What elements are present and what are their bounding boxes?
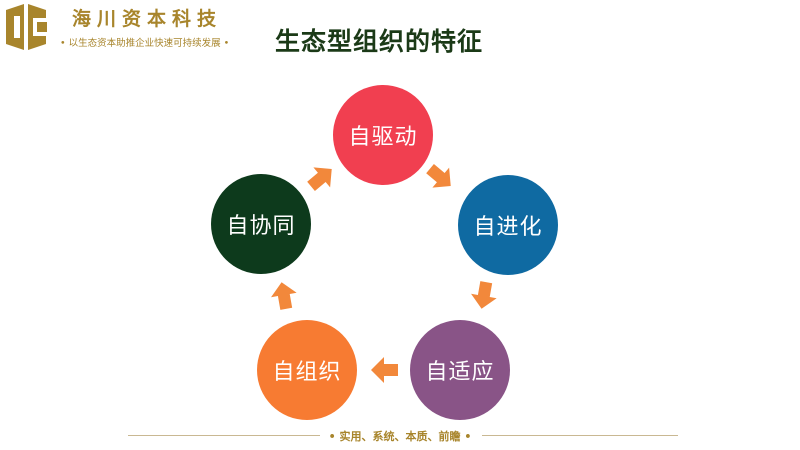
page-title: 生态型组织的特征 [275,27,484,56]
company-logo-icon [6,4,47,50]
company-slogan: • 以生态资本助推企业快速可持续发展 • [60,38,230,49]
node-label: 自驱动 [348,125,418,150]
node-label: 自适应 [425,360,495,385]
arrow-right-icon [471,281,497,309]
arrow-right-icon [307,167,332,191]
footer-divider-right [482,435,678,436]
node-self-collaborating: 自协同 [211,174,311,274]
company-name: 海川资本科技 [72,8,223,30]
node-self-adapting: 自适应 [410,320,510,420]
node-label: 自组织 [272,360,342,385]
node-self-organizing: 自组织 [257,320,357,420]
node-label: 自进化 [473,215,543,240]
arrow-right-icon [271,282,297,310]
arrow-right-icon [371,357,398,383]
node-label: 自协同 [226,214,296,239]
arrow-right-icon [426,164,451,188]
footer-tagline: • 实用、系统、本质、前瞻 • [328,430,472,443]
footer-divider-left [128,435,320,436]
node-self-evolving: 自进化 [458,175,558,275]
node-self-driven: 自驱动 [333,85,433,185]
